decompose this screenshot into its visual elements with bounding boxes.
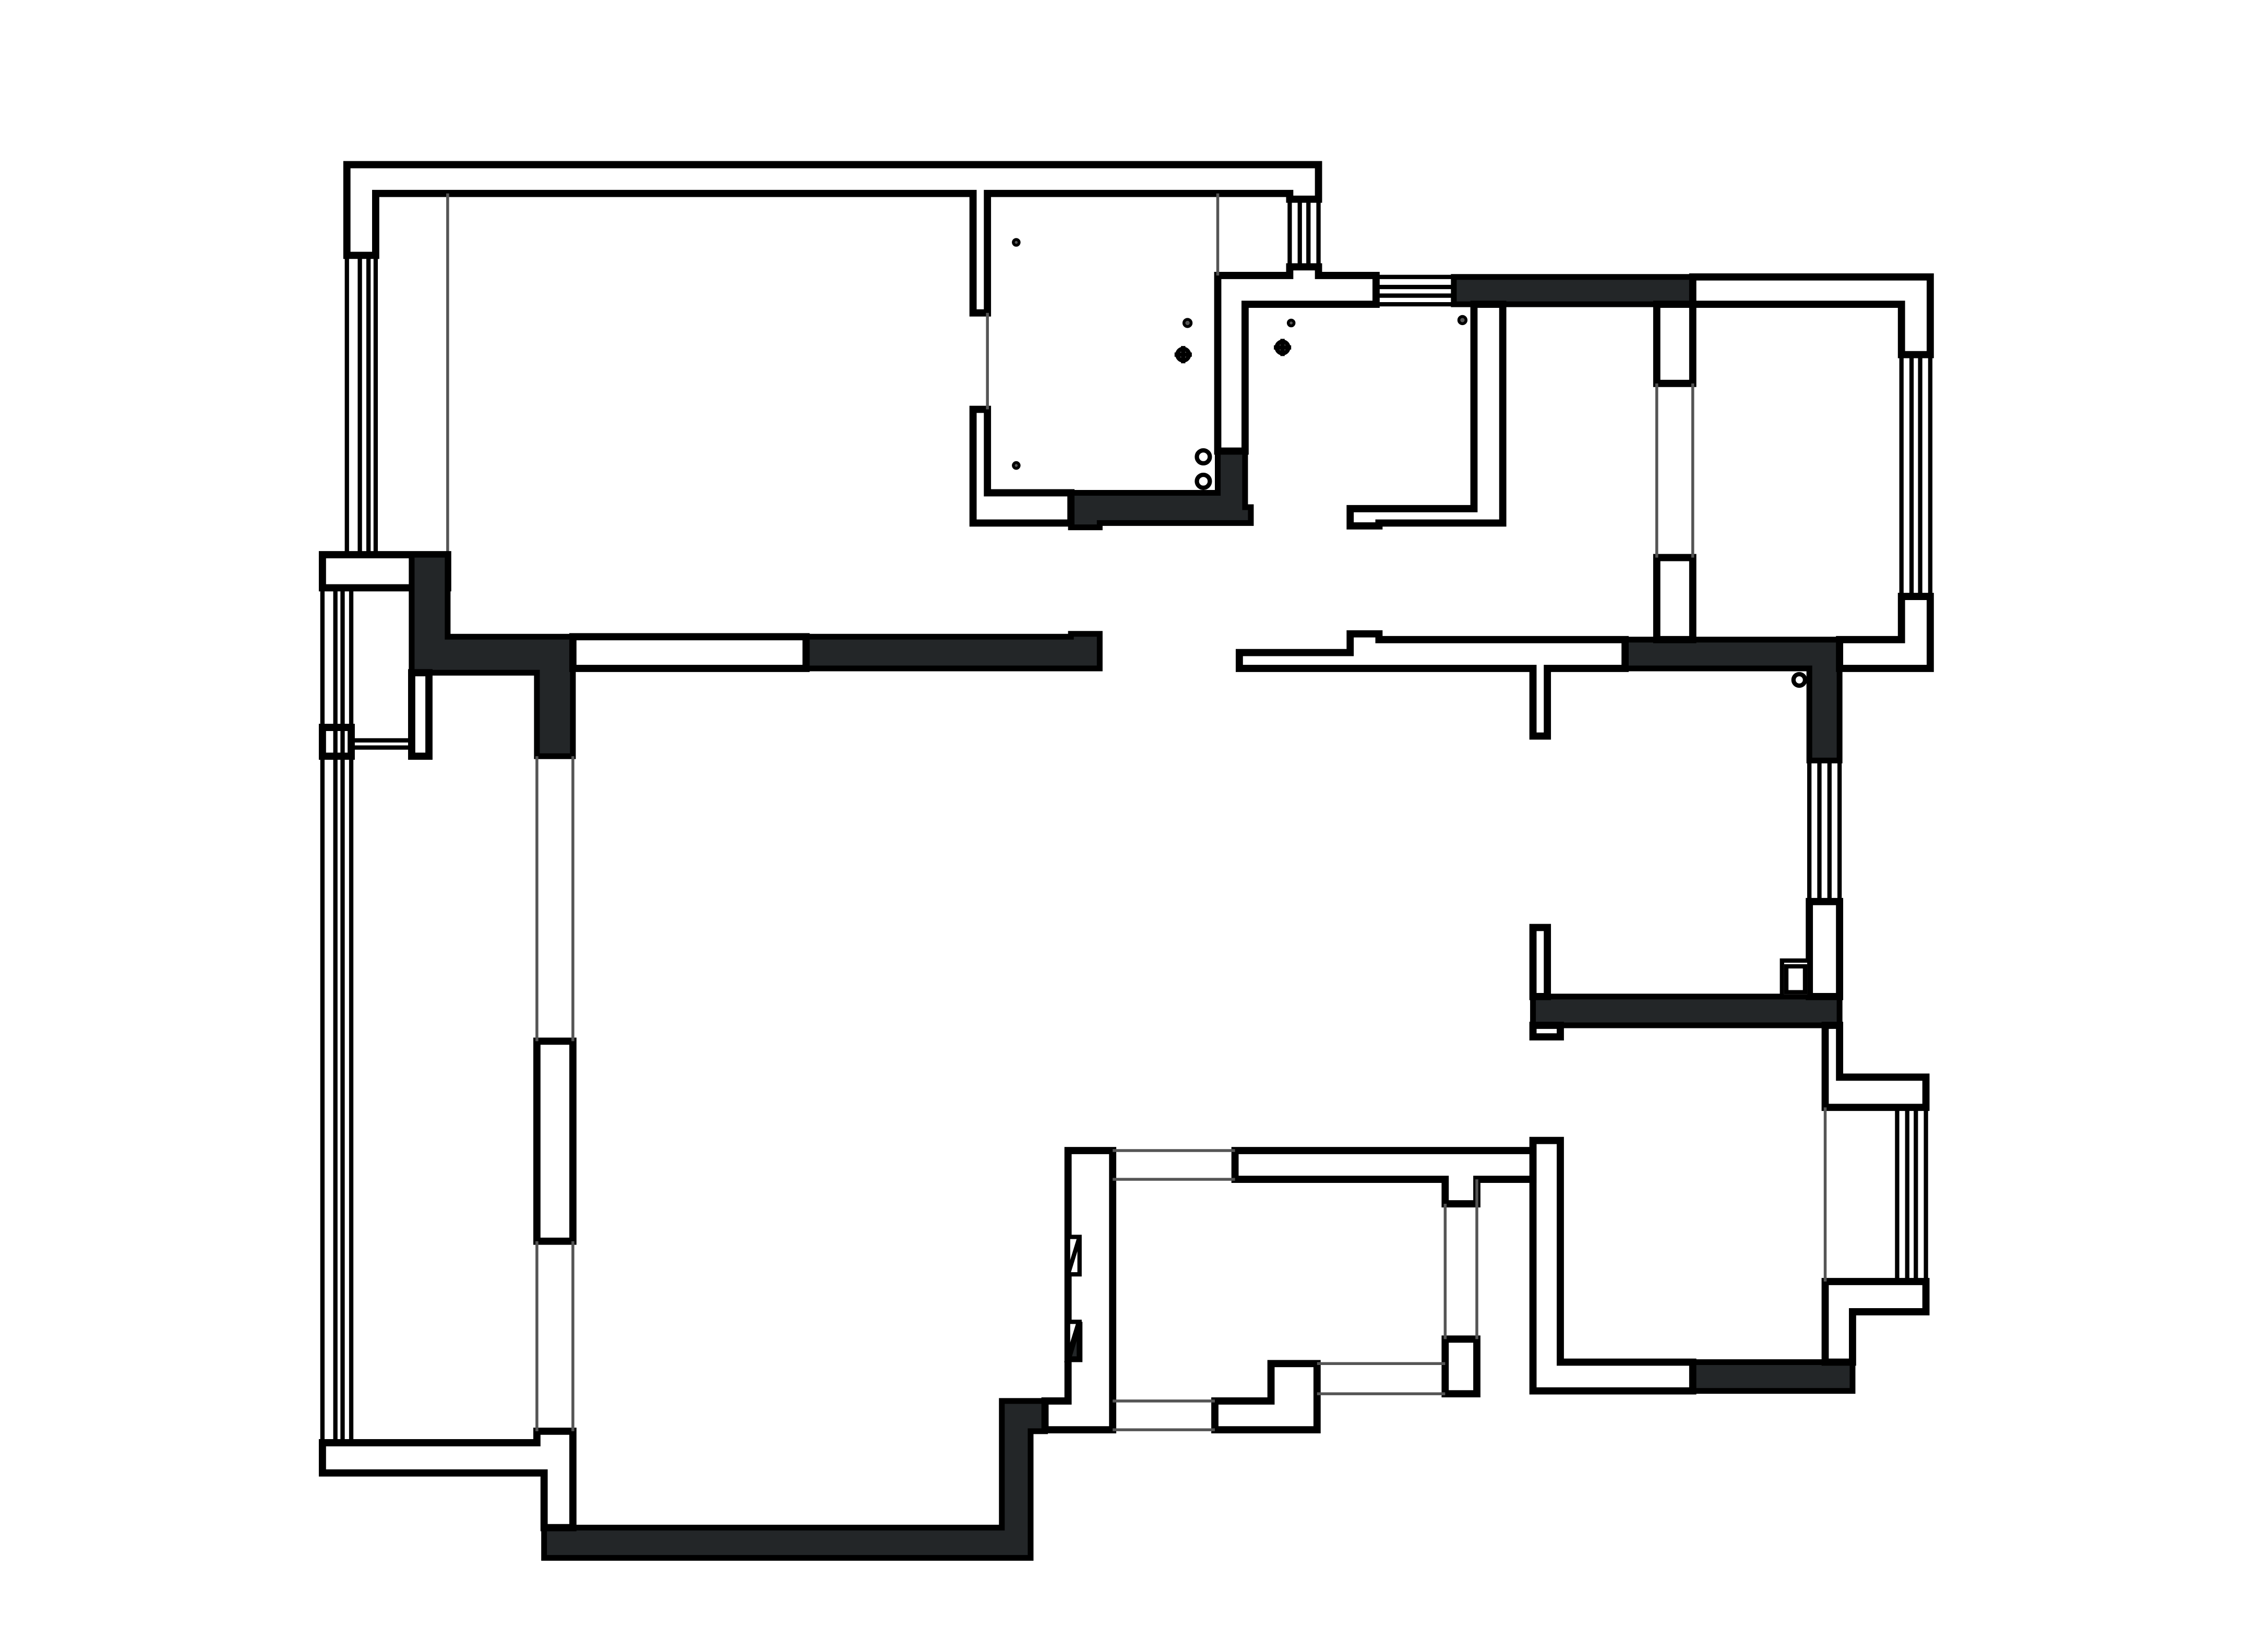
wall-bath-right (1346, 301, 1507, 530)
right-middle-window (1807, 760, 1842, 902)
kitchen-fixture-icon (1064, 1320, 1083, 1362)
structural-wall-closet (1068, 448, 1254, 531)
structural-wall-mid (803, 631, 1103, 672)
pipe-icon (1195, 448, 1212, 466)
wall-living-pillar (533, 1037, 577, 1245)
left-upper-window (344, 255, 378, 555)
kitchen-fixture-icon (1066, 1235, 1082, 1277)
right-lower-window (1895, 1107, 1928, 1282)
wall-kitchen-right-lower (1441, 1335, 1480, 1398)
wall-upper-divider (569, 633, 810, 672)
wall-right-lower-stub (1806, 897, 1843, 1000)
pipe-icon (1195, 472, 1212, 490)
structural-wall-right-mid (1530, 993, 1843, 1028)
drain-point (1286, 318, 1296, 328)
plumbing-fixtures (1012, 238, 1812, 1362)
wall-bottom-left (318, 1427, 577, 1531)
drain-point (1012, 238, 1021, 247)
structural-wall-left-corner (409, 552, 576, 759)
wall-kitchen-left (1041, 1147, 1117, 1433)
pipe-icon (1791, 672, 1808, 688)
wall-bottom-right-room-left (1529, 1136, 1697, 1395)
partition-walls (318, 263, 1934, 1531)
opening-lines (535, 193, 1827, 1431)
wall-kitchen-bottom (1211, 1360, 1321, 1433)
wall-kitchen-top (1231, 1147, 1537, 1207)
drain-point (1012, 461, 1021, 470)
wall-right-room-bottom (1836, 593, 1934, 672)
wall-right-room-top (1689, 273, 1934, 358)
floor-drain-icon (1274, 339, 1292, 356)
wall-closet-left (969, 405, 1075, 527)
floor-drain-icon (1174, 346, 1192, 364)
wall-right-room-stub-bottom (1653, 554, 1697, 643)
right-upper-window (1899, 354, 1933, 597)
top-center-window (1376, 274, 1454, 307)
utility-box-icon (1780, 958, 1812, 999)
drain-point (1182, 318, 1193, 328)
wall-bottom-right-room-lower (1821, 1278, 1930, 1366)
wall-right-inner-stub (1529, 924, 1551, 1000)
structural-wall-bottom-right (1690, 1359, 1856, 1394)
structural-wall-right-corner (1622, 637, 1843, 764)
wall-closet-right (1214, 263, 1380, 455)
structural-wall-bottom (541, 1398, 1048, 1561)
top-small-window (1287, 199, 1321, 267)
structural-wall-top-right (1451, 274, 1696, 307)
wall-corridor-right (1235, 630, 1629, 740)
top-outer-wall (343, 161, 1322, 317)
wall-right-room-stub-top (1653, 301, 1697, 387)
wall-left-stub (408, 669, 433, 760)
left-lower-window (320, 588, 412, 1443)
wall-right-inner-foot (1529, 1022, 1564, 1040)
drain-point (1457, 315, 1468, 326)
wall-bottom-right-room (1821, 1022, 1930, 1111)
